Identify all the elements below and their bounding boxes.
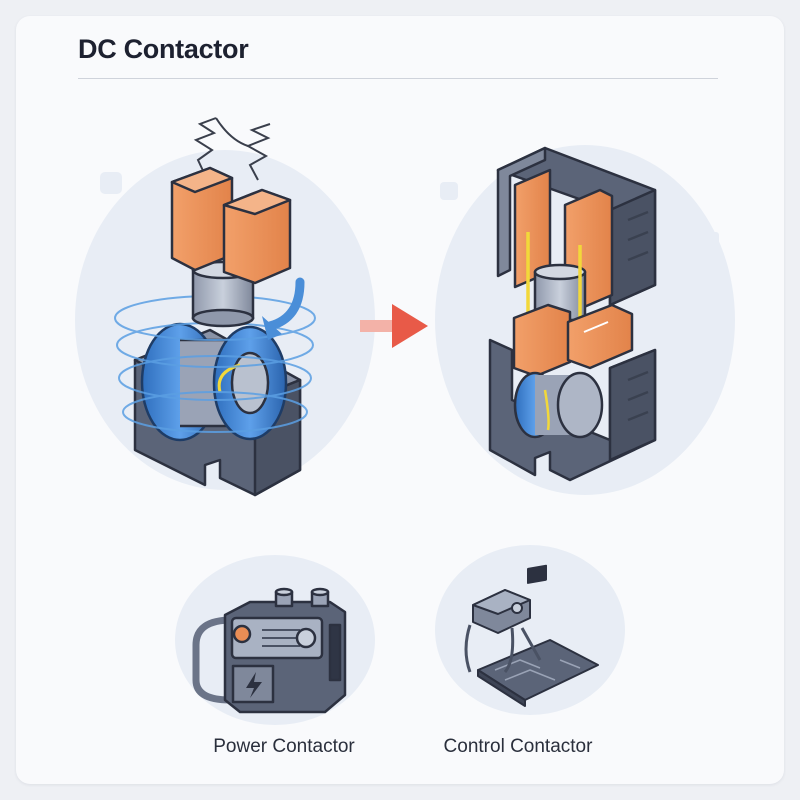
magnetic-field-icon <box>114 295 316 433</box>
motion-arrow <box>265 277 305 331</box>
magnet-coil <box>140 322 288 442</box>
status-light <box>232 624 252 644</box>
deco-square <box>705 232 719 246</box>
lower-housing <box>488 338 657 482</box>
moving-contacts <box>170 166 292 285</box>
control-contactor-illustration <box>464 564 599 707</box>
side-grip <box>328 623 342 682</box>
terminal-cap <box>310 587 330 597</box>
relay-top <box>472 589 531 615</box>
closed-contactor-illustration <box>488 146 657 482</box>
upper-housing <box>496 146 657 307</box>
power-cable <box>192 616 233 704</box>
adjust-knob <box>295 627 317 649</box>
control-contactor-caption: Control Contactor <box>443 736 593 757</box>
lower-coil <box>513 371 604 439</box>
deco-square <box>598 598 618 618</box>
spring-icon <box>193 117 271 181</box>
motion-arrow-head <box>262 316 282 340</box>
control-wires <box>464 624 542 673</box>
relay-indicator <box>511 602 523 614</box>
title-divider <box>78 78 718 79</box>
power-contactor-illustration <box>192 587 347 714</box>
deco-square <box>440 182 458 200</box>
board-traces <box>494 659 581 681</box>
lightning-icon <box>246 672 262 698</box>
board-edge <box>477 669 526 707</box>
vent-slots <box>262 629 300 647</box>
open-contactor-illustration <box>114 117 316 497</box>
chip-icon <box>527 564 547 584</box>
power-contactor-caption: Power Contactor <box>213 736 355 757</box>
terminal-cap <box>274 587 294 597</box>
page-title: DC Contactor <box>78 34 249 64</box>
deco-square <box>100 172 122 194</box>
transition-arrow-icon <box>360 304 428 348</box>
moving-contacts-closed <box>512 303 634 378</box>
